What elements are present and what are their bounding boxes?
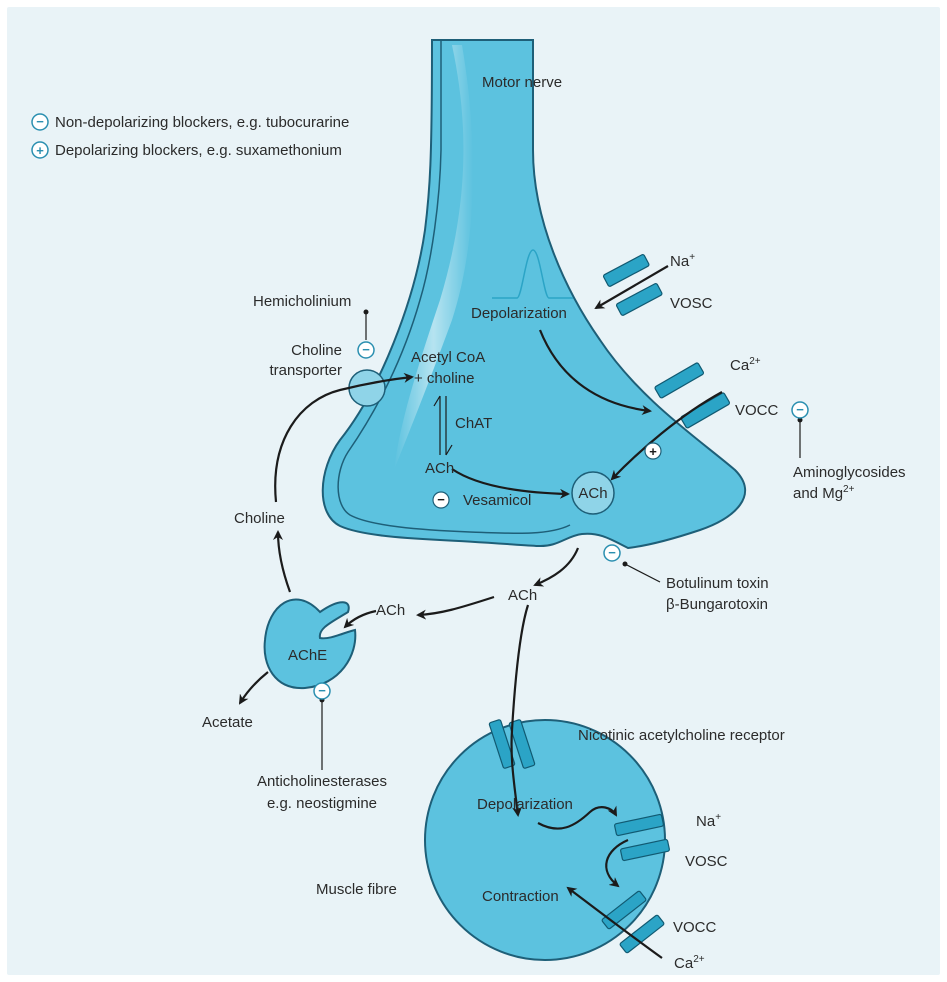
- acetate-label: Acetate: [202, 714, 253, 731]
- svg-text:−: −: [36, 114, 44, 129]
- ca-plus-icon: +: [645, 443, 661, 459]
- anticholinesterases-label-1: Anticholinesterases: [257, 773, 387, 790]
- legend-plus-text: Depolarizing blockers, e.g. suxamethoniu…: [55, 142, 342, 159]
- svg-text:−: −: [437, 492, 445, 507]
- nicotinic-receptor-label: Nicotinic acetylcholine receptor: [578, 727, 785, 744]
- vesicle-ach-label: ACh: [578, 485, 607, 502]
- vesamicol-label: Vesamicol: [463, 492, 531, 509]
- chat-label: ChAT: [455, 415, 492, 432]
- legend-minus-text: Non-depolarizing blockers, e.g. tubocura…: [55, 114, 349, 131]
- vesamicol-minus-icon: −: [433, 492, 449, 508]
- svg-text:+: +: [649, 444, 657, 459]
- pointer-dot: [623, 562, 628, 567]
- muscle-depolarization-label: Depolarization: [477, 796, 573, 813]
- choline-label: Choline: [234, 510, 285, 527]
- motor-nerve-label: Motor nerve: [482, 74, 562, 91]
- muscle-fibre-label: Muscle fibre: [316, 881, 397, 898]
- anticholinesterases-label-2: e.g. neostigmine: [267, 795, 377, 812]
- nerve-vosc-label: VOSC: [670, 295, 713, 312]
- muscle-vocc-label: VOCC: [673, 919, 717, 936]
- pointer-dot: [364, 310, 369, 315]
- ach-inside-label: ACh: [425, 460, 454, 477]
- ache-label: AChE: [288, 647, 327, 664]
- botulinum-label: Botulinum toxin: [666, 575, 769, 592]
- choline-transporter-label-2: transporter: [269, 362, 342, 379]
- ache-ach-label: ACh: [376, 602, 405, 619]
- muscle-vosc-label: VOSC: [685, 853, 728, 870]
- hemicholinium-label: Hemicholinium: [253, 293, 351, 310]
- svg-text:−: −: [362, 342, 370, 357]
- botulinum-minus-icon: −: [604, 545, 620, 561]
- legend-plus-icon: +: [32, 142, 48, 158]
- vocc-minus-icon: −: [792, 402, 808, 418]
- svg-text:+: +: [36, 143, 44, 158]
- svg-text:−: −: [796, 402, 804, 417]
- contraction-label: Contraction: [482, 888, 559, 905]
- svg-text:−: −: [608, 545, 616, 560]
- muscle-fibre: [425, 720, 665, 960]
- aminoglycosides-label: Aminoglycosides: [793, 464, 906, 481]
- bungarotoxin-label: β-Bungarotoxin: [666, 596, 768, 613]
- ache-minus-icon: −: [314, 683, 330, 699]
- acetyl-coa-label: Acetyl CoA: [411, 349, 485, 366]
- plus-choline-label: + choline: [414, 370, 474, 387]
- choline-transporter: [349, 370, 385, 406]
- nerve-vocc-label: VOCC: [735, 402, 779, 419]
- svg-text:−: −: [318, 683, 326, 698]
- legend-minus-icon: −: [32, 114, 48, 130]
- choline-transporter-label-1: Choline: [291, 342, 342, 359]
- cleft-ach-label: ACh: [508, 587, 537, 604]
- nerve-depolarization-label: Depolarization: [471, 305, 567, 322]
- hemicholinium-minus-icon: −: [358, 342, 374, 358]
